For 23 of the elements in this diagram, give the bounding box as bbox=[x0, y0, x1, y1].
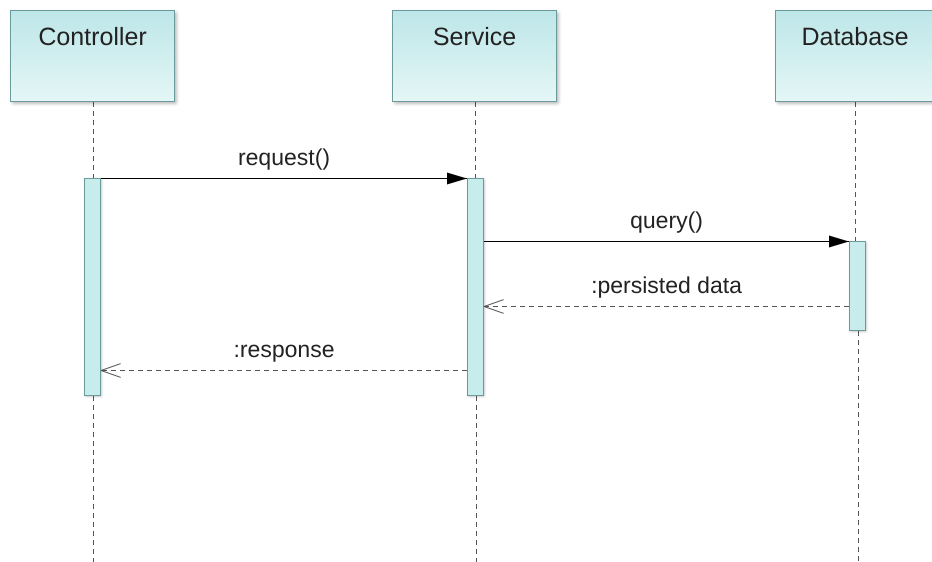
lifeline bbox=[855, 102, 856, 242]
activation-bar bbox=[467, 178, 484, 396]
message-arrow bbox=[100, 363, 468, 378]
message-arrow bbox=[484, 299, 850, 314]
participant-box bbox=[775, 10, 932, 102]
edge-label: :response bbox=[234, 336, 334, 363]
lifeline bbox=[476, 396, 477, 562]
edge-label: request() bbox=[238, 144, 330, 171]
activation-bar bbox=[849, 241, 866, 331]
edge-label: query() bbox=[630, 207, 703, 234]
edge-label: :persisted data bbox=[591, 272, 742, 299]
lifeline bbox=[858, 330, 859, 562]
participant-name: Service bbox=[432, 23, 518, 52]
participant-box bbox=[392, 10, 557, 102]
participant-name: Controller bbox=[37, 23, 148, 52]
message-arrow bbox=[484, 236, 850, 248]
lifeline bbox=[93, 102, 94, 178]
activation-bar bbox=[84, 178, 101, 396]
participant-name: Database bbox=[800, 23, 910, 52]
participant-box bbox=[10, 10, 175, 102]
message-arrow bbox=[100, 172, 468, 184]
lifeline bbox=[93, 396, 94, 562]
lifeline bbox=[475, 102, 476, 178]
